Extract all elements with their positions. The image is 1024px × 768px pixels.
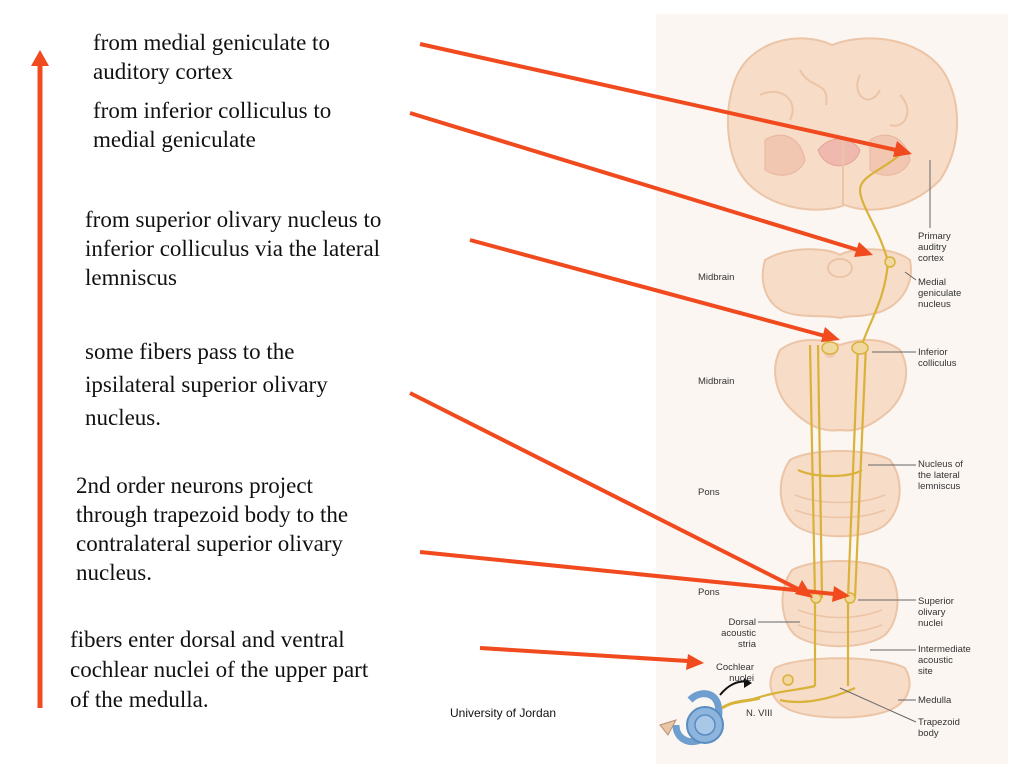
label-trapezoid-body: Trapezoid body	[918, 717, 960, 739]
label-leader-lines	[758, 271, 917, 723]
nucleus-markers	[782, 256, 896, 686]
note-mgn-cortex: from medial geniculate to auditory corte…	[93, 30, 330, 84]
cerebrum-section	[727, 37, 958, 211]
note-ipsilateral: some fibers pass to the ipsilateral supe…	[85, 339, 328, 430]
cochlea-illustration	[659, 678, 761, 746]
label-medial-geniculate-nucleus: Medial geniculate nucleus	[918, 277, 962, 310]
note-son-ic: from superior olivary nucleus to inferio…	[85, 207, 382, 290]
label-superior-olivary-nuclei: Superior olivary nuclei	[918, 596, 954, 629]
pons-upper-section	[779, 450, 901, 538]
label-nucleus-lateral-lemniscus: Nucleus of the lateral lemniscus	[918, 459, 963, 492]
note-cochlear-entry: fibers enter dorsal and ventral cochlear…	[70, 627, 369, 712]
label-n-viii: N. VIII	[746, 708, 773, 719]
note-ic-mgn: from inferior colliculus to medial genic…	[93, 98, 332, 152]
pointer-arrows	[409, 42, 912, 670]
label-pons-lower: Pons	[698, 587, 720, 598]
label-inferior-colliculus: Inferior colliculus	[918, 347, 957, 369]
note-2nd-order: 2nd order neurons project through trapez…	[76, 473, 349, 585]
label-primary-auditory-cortex: Primary auditry cortex	[918, 231, 951, 264]
label-dorsal-acoustic-stria: Dorsal acoustic stria	[721, 617, 756, 650]
label-medulla: Medulla	[918, 695, 952, 706]
label-cochlear-nuclei: Cochlear nuclei	[715, 662, 754, 684]
midbrain-upper-section	[761, 248, 912, 320]
label-midbrain-upper: Midbrain	[698, 272, 735, 283]
label-intermediate-acoustic-site: Intermediate acoustic site	[918, 644, 971, 677]
medulla-section	[769, 657, 911, 719]
ascending-pathway-arrow	[31, 50, 49, 708]
pons-lower-section	[781, 560, 899, 648]
label-pons-upper: Pons	[698, 487, 720, 498]
label-midbrain-lower: Midbrain	[698, 376, 735, 387]
credit-text: University of Jordan	[450, 706, 557, 720]
